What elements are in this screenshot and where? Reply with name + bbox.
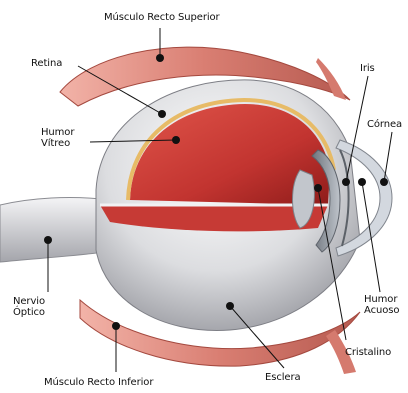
label-nervio-optico: Nervio Óptico [13, 296, 45, 318]
dot-retina [158, 110, 166, 118]
dot-cornea [380, 178, 388, 186]
label-humor-vitreo-line1: Humor [41, 127, 74, 138]
dot-superior-rectus [156, 54, 164, 62]
dot-inferior-rectus [112, 322, 120, 330]
label-iris: Iris [360, 63, 375, 74]
label-nervio-optico-line1: Nervio [13, 296, 45, 307]
label-musculo-recto-superior: Músculo Recto Superior [104, 12, 220, 23]
dot-lens [314, 184, 322, 192]
dot-sclera [226, 302, 234, 310]
label-retina: Retina [31, 58, 62, 69]
label-cornea: Córnea [367, 119, 402, 130]
dot-iris [342, 178, 350, 186]
label-musculo-recto-inferior: Músculo Recto Inferior [44, 377, 153, 388]
label-humor-acuoso-line1: Humor [364, 294, 399, 305]
label-cristalino: Cristalino [345, 347, 391, 358]
dot-vitreous [172, 136, 180, 144]
dot-optic-nerve [44, 236, 52, 244]
label-humor-acuoso-line2: Acuoso [364, 305, 399, 316]
label-nervio-optico-line2: Óptico [13, 307, 45, 318]
dot-aqueous [358, 178, 366, 186]
label-humor-acuoso: Humor Acuoso [364, 294, 399, 316]
label-humor-vitreo: Humor Vítreo [41, 127, 74, 149]
label-humor-vitreo-line2: Vítreo [41, 138, 74, 149]
label-esclera: Esclera [265, 372, 301, 383]
